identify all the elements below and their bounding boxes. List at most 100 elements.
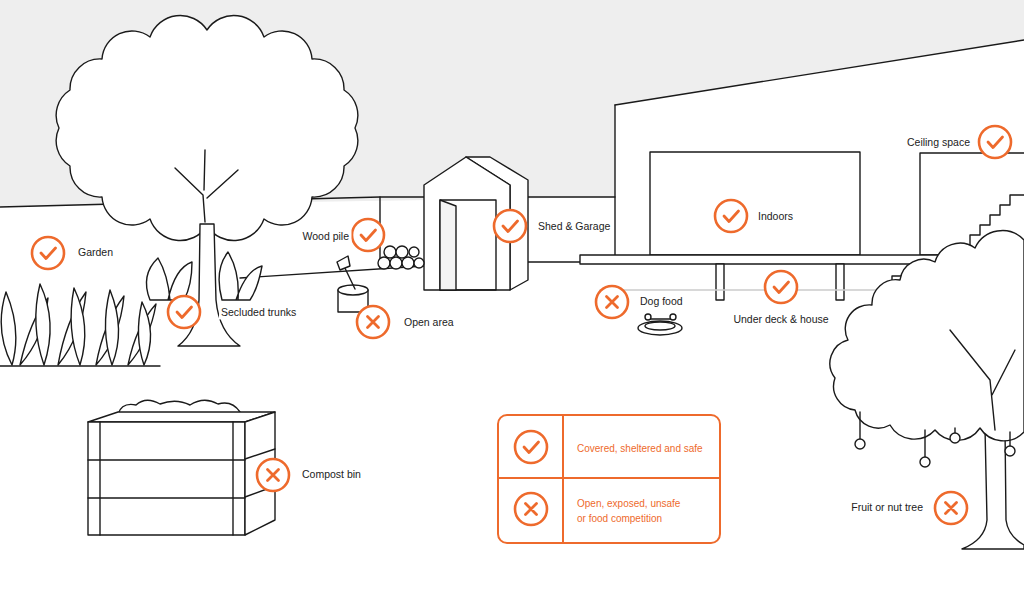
icon-circle [32, 237, 64, 269]
safe-marker [515, 431, 547, 463]
compost-post [99, 422, 100, 535]
bone [650, 318, 671, 319]
cross-mark [946, 503, 957, 514]
fence-base [528, 261, 580, 262]
legend-text: Covered, sheltered and safe [577, 442, 703, 457]
icon-circle [715, 200, 747, 232]
dog-bowl-inner [645, 322, 675, 330]
legend-text: Open, exposed, unsafe or food competitio… [577, 497, 689, 526]
unsafe-marker [515, 493, 547, 525]
safe-marker [494, 210, 526, 242]
cross-mark [268, 470, 279, 481]
icon-circle [979, 126, 1011, 158]
log [396, 246, 408, 258]
check-mark [177, 307, 192, 318]
safe-marker [32, 237, 64, 269]
shed-door-open [440, 200, 456, 290]
check-mark [988, 137, 1003, 148]
fern [146, 258, 192, 300]
safe-marker [979, 126, 1011, 158]
place-label: Dog food [638, 295, 685, 308]
leaf [71, 288, 85, 365]
fruit-stem [954, 428, 955, 433]
log [384, 246, 396, 258]
fruit-stem [924, 430, 925, 457]
leaf [138, 302, 150, 365]
unsafe-marker [596, 286, 628, 318]
unsafe-marker [357, 306, 389, 338]
place-label: Garden [76, 246, 115, 259]
cross-mark [526, 504, 537, 515]
check-mark [524, 442, 539, 453]
check-mark [724, 211, 739, 222]
log [378, 257, 390, 269]
place-label: Shed & Garage [536, 220, 612, 233]
fruit-tree-branch [950, 330, 1015, 430]
legend-divider [498, 477, 720, 479]
check-mark [361, 230, 376, 241]
check-mark [503, 221, 518, 232]
compost-plank [88, 497, 245, 498]
safe-marker [715, 200, 747, 232]
icon-circle [257, 459, 289, 491]
legend-border [498, 415, 720, 543]
unsafe-marker [935, 492, 967, 524]
icon-circle [515, 431, 547, 463]
log [414, 258, 424, 268]
stump-top [338, 285, 368, 295]
fruit [1005, 446, 1015, 456]
safe-marker [352, 219, 384, 251]
fruit-tree-canopy [830, 231, 1024, 441]
fruits [855, 412, 1015, 467]
house-wall [614, 105, 615, 255]
fruit-tree-trunk [962, 428, 1024, 549]
icon-circle [596, 286, 628, 318]
place-label: Under deck & house [731, 313, 830, 326]
check-mark [774, 282, 789, 293]
place-label: Wood pile [300, 230, 351, 243]
tree-branch [175, 150, 238, 222]
leaf [105, 290, 118, 365]
compost-top [88, 412, 275, 422]
icon-circle [765, 271, 797, 303]
place-label: Secluded trunks [219, 306, 298, 319]
icon-circle [935, 492, 967, 524]
deck-underside [600, 289, 880, 290]
icon-circle [168, 296, 200, 328]
ground-line [0, 365, 160, 366]
fruit [855, 439, 865, 449]
bone-end [670, 314, 676, 320]
leaf [1, 292, 16, 365]
deck-post [836, 264, 844, 300]
fruit-stem [1009, 432, 1010, 446]
cross-mark [368, 317, 379, 328]
garden-plants [0, 284, 160, 366]
bone-end [645, 314, 651, 320]
unsafe-marker [257, 459, 289, 491]
place-label: Ceiling space [905, 136, 972, 149]
icon-circle [494, 210, 526, 242]
place-label: Fruit or nut tree [849, 501, 925, 514]
log [402, 257, 414, 269]
axe-head [337, 256, 350, 270]
log [409, 247, 419, 257]
fruit [920, 457, 930, 467]
shed-door [440, 200, 496, 290]
compost-plank [88, 459, 245, 460]
icon-circle [515, 493, 547, 525]
wood-pile [378, 246, 424, 269]
place-label: Open area [402, 316, 456, 329]
place-label: Indoors [756, 210, 795, 223]
fruit-stem [859, 412, 860, 440]
fern [219, 252, 262, 300]
deck-post [716, 264, 724, 300]
compost-post [232, 422, 233, 535]
icon-circle [357, 306, 389, 338]
icon-circle [352, 219, 384, 251]
fence-top [528, 196, 615, 197]
log [390, 257, 402, 269]
house-roofline [615, 40, 1024, 105]
fruit [950, 433, 960, 443]
